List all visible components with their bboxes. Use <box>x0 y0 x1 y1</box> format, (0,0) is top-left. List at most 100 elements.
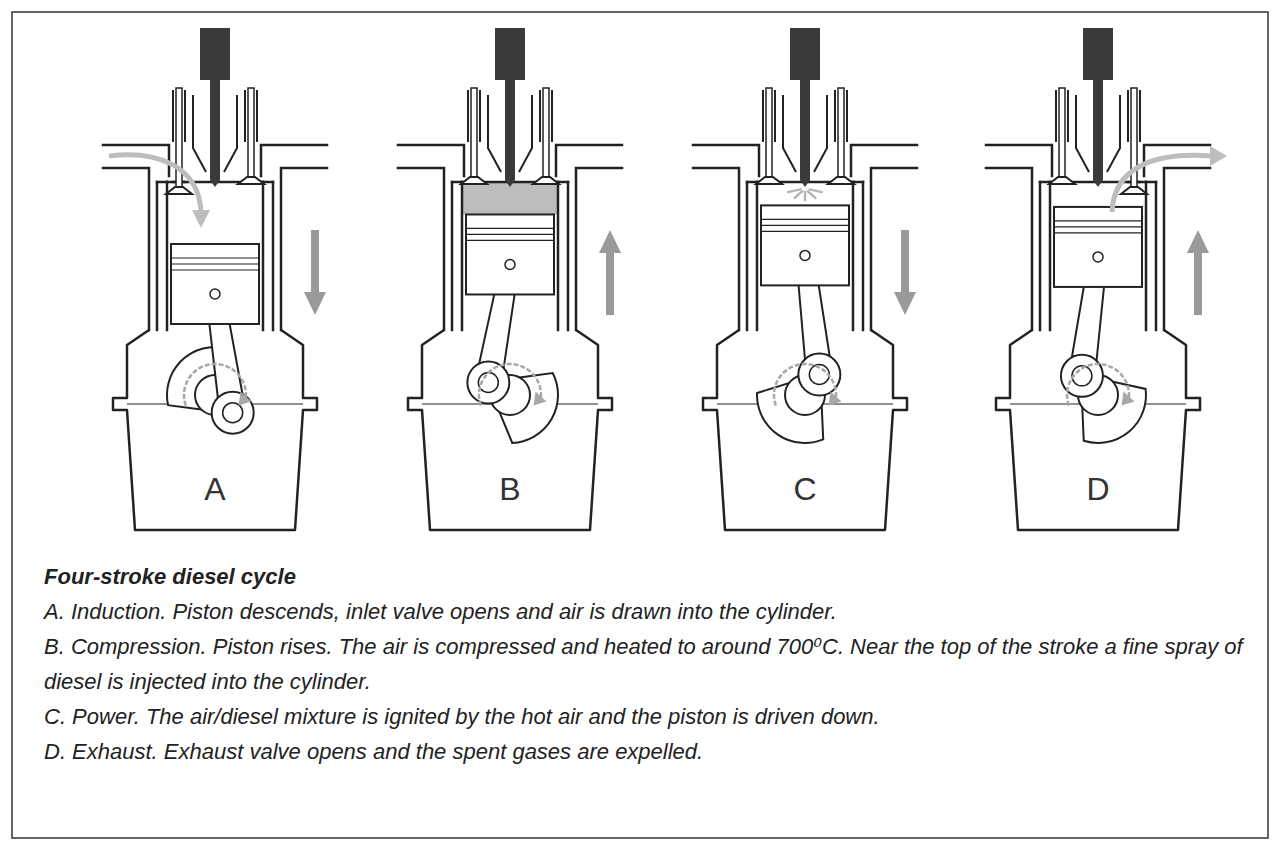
piston <box>1054 207 1142 287</box>
fuel-spray <box>795 191 802 198</box>
rotation-arrowhead <box>1122 391 1135 405</box>
piston-ring <box>171 257 259 258</box>
gudgeon-pin <box>505 259 515 269</box>
valve-stem <box>766 88 772 178</box>
cylinder-wall <box>461 182 464 330</box>
engine-figure <box>693 28 917 530</box>
caption-text: A. Induction. Piston descends, inlet val… <box>44 594 1244 629</box>
cylinder-wall <box>103 168 149 330</box>
valve-head <box>756 177 782 184</box>
caption-text: B. Compression. Piston rises. The air is… <box>44 629 1244 699</box>
engine-figure <box>398 28 622 530</box>
cylinder-wall <box>567 182 570 330</box>
piston-ring <box>466 228 554 229</box>
injector-body <box>1083 28 1113 80</box>
caption-text: C. Power. The air/diesel mixture is igni… <box>44 699 1244 734</box>
rotation-arrow <box>184 364 246 406</box>
piston <box>171 244 259 324</box>
cylinder-wall <box>862 182 865 330</box>
rotation-arrowhead <box>534 391 547 405</box>
stroke-direction-arrow <box>1187 230 1209 315</box>
crankcase-outline <box>703 330 907 530</box>
engine-figure <box>986 28 1227 530</box>
caption-text: D. Exhaust. Exhaust valve opens and the … <box>44 734 1244 769</box>
exhaust-flow-arrow <box>1112 155 1212 212</box>
intake-arrowhead <box>192 210 210 228</box>
injector-nozzle <box>1093 180 1103 187</box>
cylinder-wall <box>452 181 462 184</box>
stage-letter: D <box>1068 470 1128 508</box>
cylinder-wall <box>557 182 560 330</box>
rotation-arrowhead <box>239 391 252 405</box>
cylinder-wall <box>986 168 1032 330</box>
cylinder-wall <box>398 168 444 330</box>
cylinder-wall <box>272 182 275 330</box>
valve-head <box>533 177 559 184</box>
cylinder-wall <box>451 182 454 330</box>
valve-head <box>1121 187 1147 194</box>
cylinder-wall <box>558 181 568 184</box>
cylinder-wall <box>398 145 464 176</box>
frame-border <box>12 12 1268 838</box>
caption-title: Four-stroke diesel cycle <box>44 560 1244 594</box>
valve-head <box>238 177 264 184</box>
piston-ring <box>761 231 849 232</box>
injector-stem <box>800 80 810 180</box>
piston <box>466 214 554 294</box>
fuel-spray <box>810 189 822 192</box>
cylinder-wall <box>262 182 265 330</box>
fuel-spray <box>804 192 807 200</box>
cylinder-wall <box>263 181 273 184</box>
valve-stem <box>1059 88 1065 178</box>
cylinder-wall <box>281 168 327 330</box>
cylinder-wall <box>852 182 855 330</box>
injector-body <box>200 28 230 80</box>
rotation-arrow <box>1067 364 1129 406</box>
piston-ring <box>171 263 259 264</box>
injector-nozzle <box>505 180 515 187</box>
engine-figure <box>103 28 327 530</box>
caption-block: Four-stroke diesel cycleA. Induction. Pi… <box>44 560 1244 769</box>
cylinder-wall <box>576 168 622 330</box>
cylinder-wall <box>1039 182 1042 330</box>
cylinder-wall <box>693 145 759 176</box>
cylinder-wall <box>1164 168 1210 330</box>
injector-body <box>495 28 525 80</box>
valve-stem <box>543 88 549 178</box>
cylinder-wall <box>853 181 863 184</box>
injector-nozzle <box>800 180 810 187</box>
cylinder-wall <box>851 145 917 176</box>
gudgeon-pin <box>800 250 810 260</box>
cylinder-wall <box>747 181 757 184</box>
valve-head <box>828 177 854 184</box>
valve-head <box>166 187 192 194</box>
stage-letter: B <box>480 470 540 508</box>
cylinder-wall <box>261 145 327 176</box>
stage-letter: C <box>775 470 835 508</box>
piston-ring <box>1054 220 1142 221</box>
exhaust-arrowhead <box>1210 146 1227 166</box>
crank-pin <box>223 403 243 423</box>
cylinder-wall <box>1040 181 1050 184</box>
crankcase-outline <box>996 330 1200 530</box>
stroke-direction-arrow <box>599 230 621 315</box>
injector-body <box>790 28 820 80</box>
cylinder-wall <box>1146 181 1156 184</box>
crankcase-outline <box>408 330 612 530</box>
rotation-arrowhead <box>829 391 842 405</box>
piston-ring <box>761 219 849 220</box>
big-end <box>467 362 509 404</box>
piston <box>761 205 849 285</box>
injector-stem <box>1093 80 1103 180</box>
valve-stem <box>838 88 844 178</box>
big-end <box>212 392 254 434</box>
valve-head <box>461 177 487 184</box>
injector-stem <box>505 80 515 180</box>
piston-ring <box>466 234 554 235</box>
piston-ring <box>1054 226 1142 227</box>
stroke-direction-arrow <box>894 230 916 315</box>
fuel-spray <box>808 191 815 198</box>
cylinder-wall <box>166 182 169 330</box>
piston-ring <box>466 240 554 241</box>
